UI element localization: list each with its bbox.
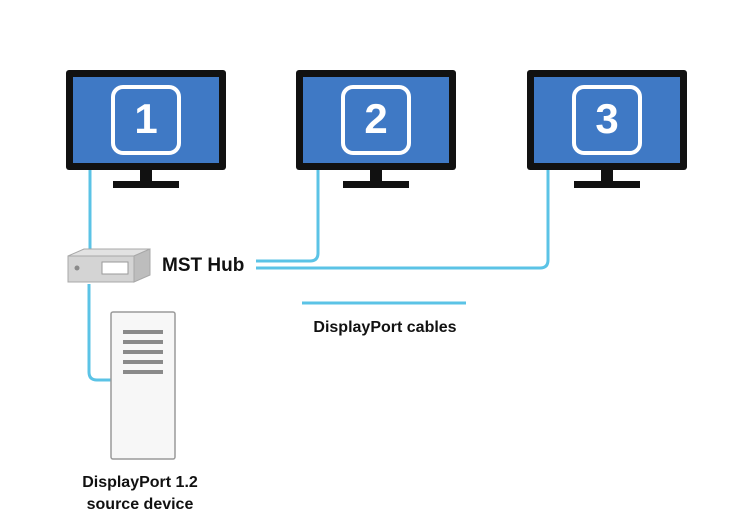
monitor-stand — [113, 181, 179, 188]
monitor-2: 2 — [296, 70, 456, 188]
hub-indicator-light — [74, 265, 80, 271]
monitor-number-badge — [341, 85, 411, 155]
monitor-neck — [370, 170, 382, 182]
source-label-line-2: source device — [86, 496, 194, 513]
monitor-screen — [534, 77, 680, 163]
tower-vent — [123, 350, 163, 354]
monitor-screen — [303, 77, 449, 163]
tower-vent — [123, 330, 163, 334]
monitor-3: 3 — [527, 70, 687, 188]
tower-vent — [123, 370, 163, 374]
monitor-1: 1 — [66, 70, 226, 188]
cable-hub-to-monitor-3 — [256, 170, 550, 270]
hub-port-slot — [101, 261, 129, 275]
monitor-neck — [601, 170, 613, 182]
tower-vent — [123, 360, 163, 364]
monitor-screen — [73, 77, 219, 163]
legend-cables-label: DisplayPort cables — [313, 319, 457, 336]
tower-vent — [123, 340, 163, 344]
monitor-stand — [574, 181, 640, 188]
hub-side-face — [133, 248, 151, 283]
hub-label: MST Hub — [162, 255, 245, 276]
monitor-stand — [343, 181, 409, 188]
source-tower — [110, 311, 176, 460]
monitor-number: 3 — [595, 95, 618, 142]
monitor-number-badge — [572, 85, 642, 155]
monitor-number-badge — [111, 85, 181, 155]
cable-hub-to-monitor-2 — [256, 170, 320, 263]
mst-hub-device — [67, 248, 151, 283]
monitor-neck — [140, 170, 152, 182]
monitor-number: 1 — [134, 95, 157, 142]
cable-source-to-hub — [87, 284, 112, 382]
cable-group — [87, 168, 550, 382]
source-device-label: DisplayPort 1.2 source device — [60, 472, 220, 516]
source-label-line-1: DisplayPort 1.2 — [82, 474, 198, 491]
monitor-number: 2 — [364, 95, 387, 142]
tower-body — [110, 311, 176, 460]
